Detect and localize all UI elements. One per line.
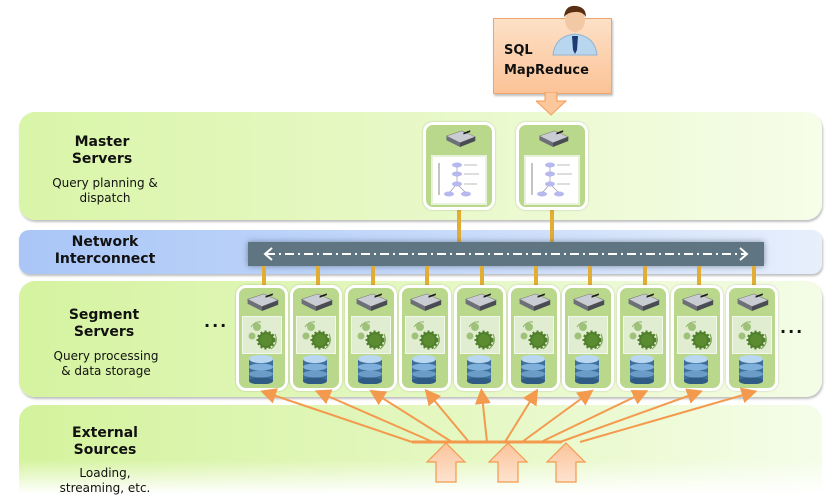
query-input-box: SQL MapReduce	[493, 18, 612, 94]
gears-icon	[677, 316, 718, 354]
segment-connector	[642, 266, 647, 286]
gears-icon	[568, 316, 609, 354]
load-arrow	[540, 390, 649, 443]
load-arrow	[260, 388, 413, 443]
server-icon	[443, 129, 477, 152]
gears-icon	[622, 316, 663, 354]
segment-server-node	[508, 285, 560, 391]
server-icon	[679, 292, 715, 316]
segment-connector	[316, 266, 321, 286]
gears-icon	[350, 316, 391, 354]
server-icon	[298, 292, 334, 316]
server-icon	[353, 292, 389, 316]
master-connector	[550, 210, 554, 244]
server-icon	[536, 129, 570, 152]
database-icon	[629, 354, 655, 388]
segment-server-node	[725, 285, 778, 391]
interconnect-bus	[248, 242, 764, 266]
master-connector	[457, 210, 461, 244]
load-arrow	[424, 388, 470, 443]
segment-connector	[370, 266, 375, 286]
segment-servers-description: Query processing& data storage	[53, 349, 159, 378]
segment-connector	[697, 266, 702, 286]
segment-connector	[479, 266, 484, 286]
load-arrow	[369, 389, 453, 443]
query-plan-icon	[431, 155, 487, 205]
load-arrow	[314, 389, 434, 443]
segment-server-node	[344, 285, 397, 391]
server-icon	[625, 292, 661, 316]
more-segments-right: ...	[780, 318, 805, 337]
query-plan-icon	[524, 155, 580, 205]
server-icon	[462, 292, 498, 316]
segment-connector	[588, 266, 593, 286]
segment-connector	[534, 266, 538, 286]
database-icon	[520, 354, 546, 388]
gears-icon	[731, 316, 772, 354]
segment-server-node	[236, 285, 288, 391]
source-input-arrow	[545, 442, 587, 483]
segment-server-node	[290, 285, 343, 391]
database-icon	[683, 354, 709, 388]
gears-icon	[459, 316, 500, 354]
source-input-arrow	[487, 442, 529, 483]
load-arrow	[504, 388, 539, 443]
database-icon	[574, 354, 600, 388]
server-icon	[244, 292, 280, 316]
segment-server-node	[399, 285, 452, 391]
gears-icon	[242, 316, 282, 354]
more-segments-left: ...	[204, 312, 229, 331]
database-icon	[248, 354, 274, 388]
gears-icon	[405, 316, 446, 354]
database-icon	[357, 354, 383, 388]
load-arrow	[559, 388, 703, 443]
external-sources-description: Loading,streaming, etc.	[59, 466, 151, 495]
load-arrow	[521, 389, 594, 443]
master-server-node	[516, 122, 588, 210]
query-mapreduce-label: MapReduce	[504, 63, 589, 78]
master-server-node	[423, 122, 495, 210]
server-icon	[407, 292, 443, 316]
segment-server-node	[671, 285, 724, 391]
source-input-arrow	[425, 442, 467, 483]
database-icon	[466, 354, 492, 388]
query-sql-label: SQL	[504, 43, 533, 58]
segment-connector	[751, 266, 756, 286]
master-servers-layer	[19, 112, 822, 220]
segment-connector	[262, 266, 266, 286]
segment-server-node	[616, 285, 669, 391]
bidirectional-arrow-icon	[263, 247, 749, 261]
server-icon	[516, 292, 552, 316]
segment-connector	[425, 266, 430, 286]
gears-icon	[514, 316, 554, 354]
user-icon	[552, 5, 598, 56]
gears-icon	[296, 316, 337, 354]
load-arrow	[579, 387, 758, 443]
server-icon	[570, 292, 606, 316]
database-icon	[302, 354, 328, 388]
segment-server-node	[562, 285, 615, 391]
database-icon	[411, 354, 437, 388]
master-servers-description: Query planning &dispatch	[52, 176, 158, 205]
server-icon	[734, 292, 770, 316]
load-arrow	[474, 388, 491, 443]
database-icon	[738, 354, 764, 388]
down-arrow-icon	[536, 92, 568, 116]
